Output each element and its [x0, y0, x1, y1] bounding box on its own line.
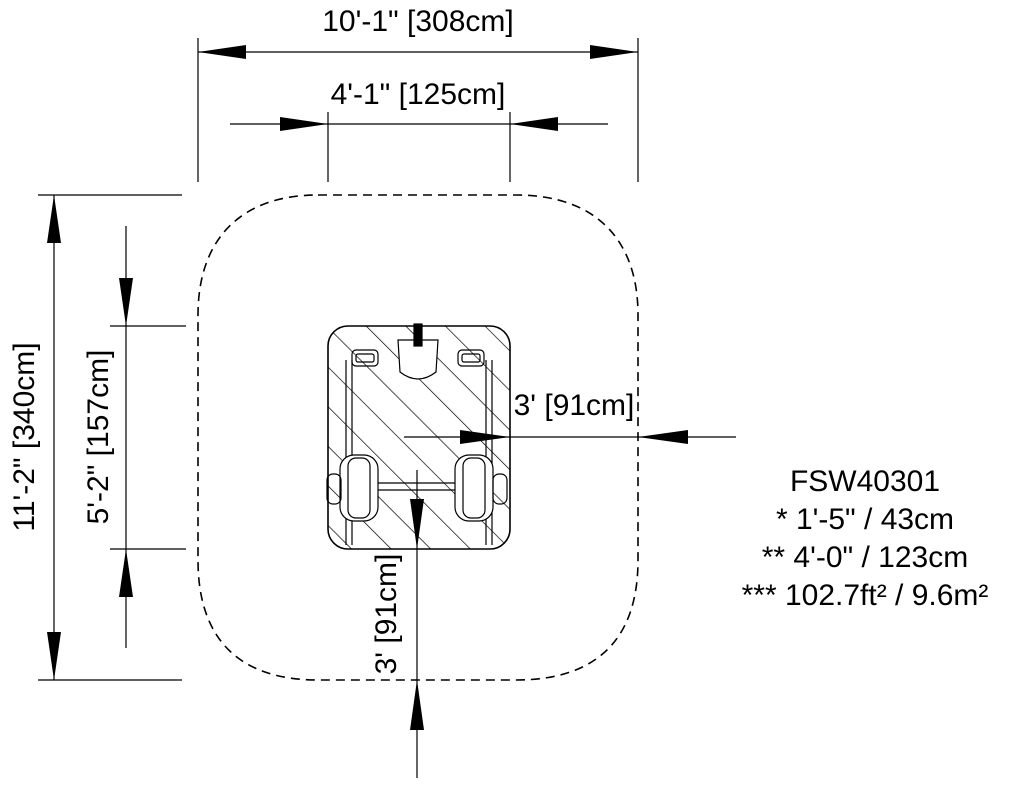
- product-info-block: FSW40301 * 1'-5" / 43cm ** 4'-0" / 123cm…: [700, 463, 1024, 615]
- side-clearance-dimension: 3' [91cm]: [404, 389, 736, 444]
- model-number: FSW40301: [789, 465, 941, 498]
- overall-width-label: 10'-1" [308cm]: [322, 5, 513, 38]
- equipment-top-view: [326, 323, 508, 545]
- info-line-3: *** 102.7ft² / 9.6m²: [741, 579, 989, 612]
- equipment-width-dimension: 4'-1" [125cm]: [230, 78, 608, 182]
- overall-width-dimension: 10'-1" [308cm]: [197, 5, 639, 182]
- side-clearance-label: 3' [91cm]: [514, 389, 635, 422]
- overall-depth-dimension: 11'-2" [340cm]: [8, 194, 182, 681]
- overall-depth-label: 11'-2" [340cm]: [8, 342, 41, 531]
- front-clearance-dimension: 3' [91cm]: [370, 470, 424, 778]
- info-line-2: ** 4'-0" / 123cm: [761, 541, 969, 574]
- front-clearance-label: 3' [91cm]: [370, 554, 403, 675]
- use-zone-boundary: [197, 194, 639, 681]
- info-line-1: * 1'-5" / 43cm: [775, 503, 955, 536]
- equipment-depth-label: 5'-2" [157cm]: [82, 350, 115, 525]
- equipment-width-label: 4'-1" [125cm]: [331, 78, 506, 111]
- equipment-depth-dimension: 5'-2" [157cm]: [82, 226, 186, 648]
